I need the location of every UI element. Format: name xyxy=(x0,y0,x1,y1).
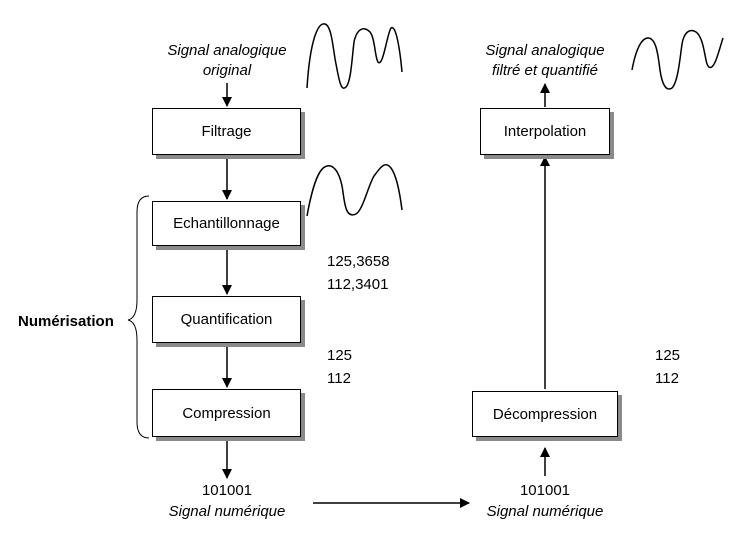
sampled-value-1: 125,3658 xyxy=(327,253,390,270)
interpolation-box: Interpolation xyxy=(480,108,610,155)
output-analog-label-line1: Signal analogique xyxy=(485,42,605,59)
input-signal-label: Signal analogique original xyxy=(147,41,307,81)
filtrage-label: Filtrage xyxy=(201,123,252,140)
waveform-original xyxy=(306,23,403,89)
decompressed-values: 125 112 xyxy=(655,344,680,390)
compression-box: Compression xyxy=(152,389,301,437)
interpolation-label: Interpolation xyxy=(503,123,587,140)
quantized-values: 125 112 xyxy=(327,344,352,390)
quantized-value-1: 125 xyxy=(327,347,353,364)
compression-label: Compression xyxy=(182,404,271,422)
input-signal-label-line2: original xyxy=(202,62,252,79)
output-code: 101001 xyxy=(201,482,253,499)
waveform-output xyxy=(631,29,724,90)
decompression-box: Décompression xyxy=(472,391,618,437)
output-signal-label: Signal numérique xyxy=(168,503,286,520)
input-signal-label-line1: Signal analogique xyxy=(167,42,287,59)
numerisation-brace xyxy=(127,195,150,439)
sampled-values: 125,3658 112,3401 xyxy=(327,250,390,296)
quantized-value-2: 112 xyxy=(327,370,351,387)
echantillonnage-label: Echantillonnage xyxy=(173,215,280,232)
output-analog-label-line2: filtré et quantifié xyxy=(492,62,598,79)
quantification-label: Quantification xyxy=(180,311,273,328)
output-analog-label: Signal analogique filtré et quantifié xyxy=(465,41,625,81)
decompressed-value-1: 125 xyxy=(655,347,681,364)
input-signal-label-right: Signal numérique xyxy=(486,503,604,520)
sampled-value-2: 112,3401 xyxy=(327,276,389,293)
decompression-label: Décompression xyxy=(492,405,598,423)
filtrage-box: Filtrage xyxy=(152,108,301,155)
waveform-filtered xyxy=(306,164,403,217)
input-code: 101001 xyxy=(519,482,571,499)
echantillonnage-box: Echantillonnage xyxy=(152,201,301,246)
quantification-box: Quantification xyxy=(152,296,301,343)
numerisation-label: Numérisation xyxy=(18,313,114,330)
decompressed-value-2: 112 xyxy=(655,370,679,387)
